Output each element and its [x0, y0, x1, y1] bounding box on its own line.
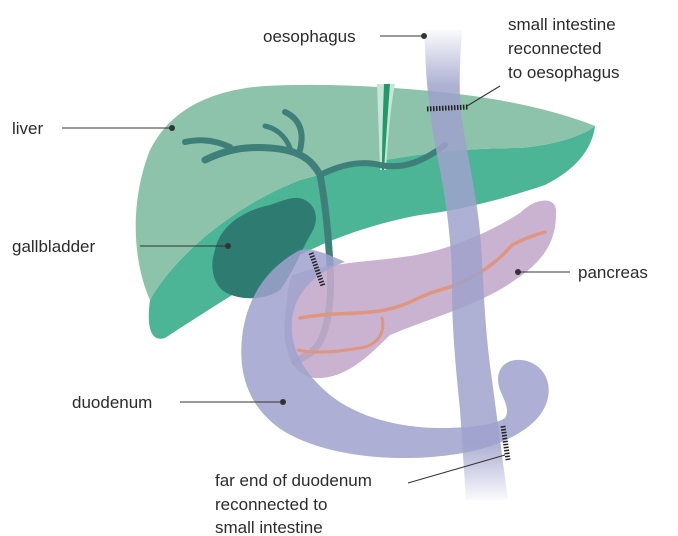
label-gallbladder: gallbladder: [12, 237, 96, 256]
label-small-intestine-line3: to oesophagus: [508, 63, 620, 82]
label-pancreas: pancreas: [578, 263, 648, 282]
label-far-end-line1: far end of duodenum: [215, 471, 372, 490]
label-small-intestine-line2: reconnected: [508, 39, 602, 58]
label-liver: liver: [12, 119, 44, 138]
label-oesophagus: oesophagus: [263, 27, 356, 46]
label-far-end-line2: reconnected to: [215, 495, 327, 514]
label-duodenum: duodenum: [72, 393, 152, 412]
label-far-end-line3: small intestine: [215, 518, 323, 536]
label-small-intestine-line1: small intestine: [508, 15, 616, 34]
